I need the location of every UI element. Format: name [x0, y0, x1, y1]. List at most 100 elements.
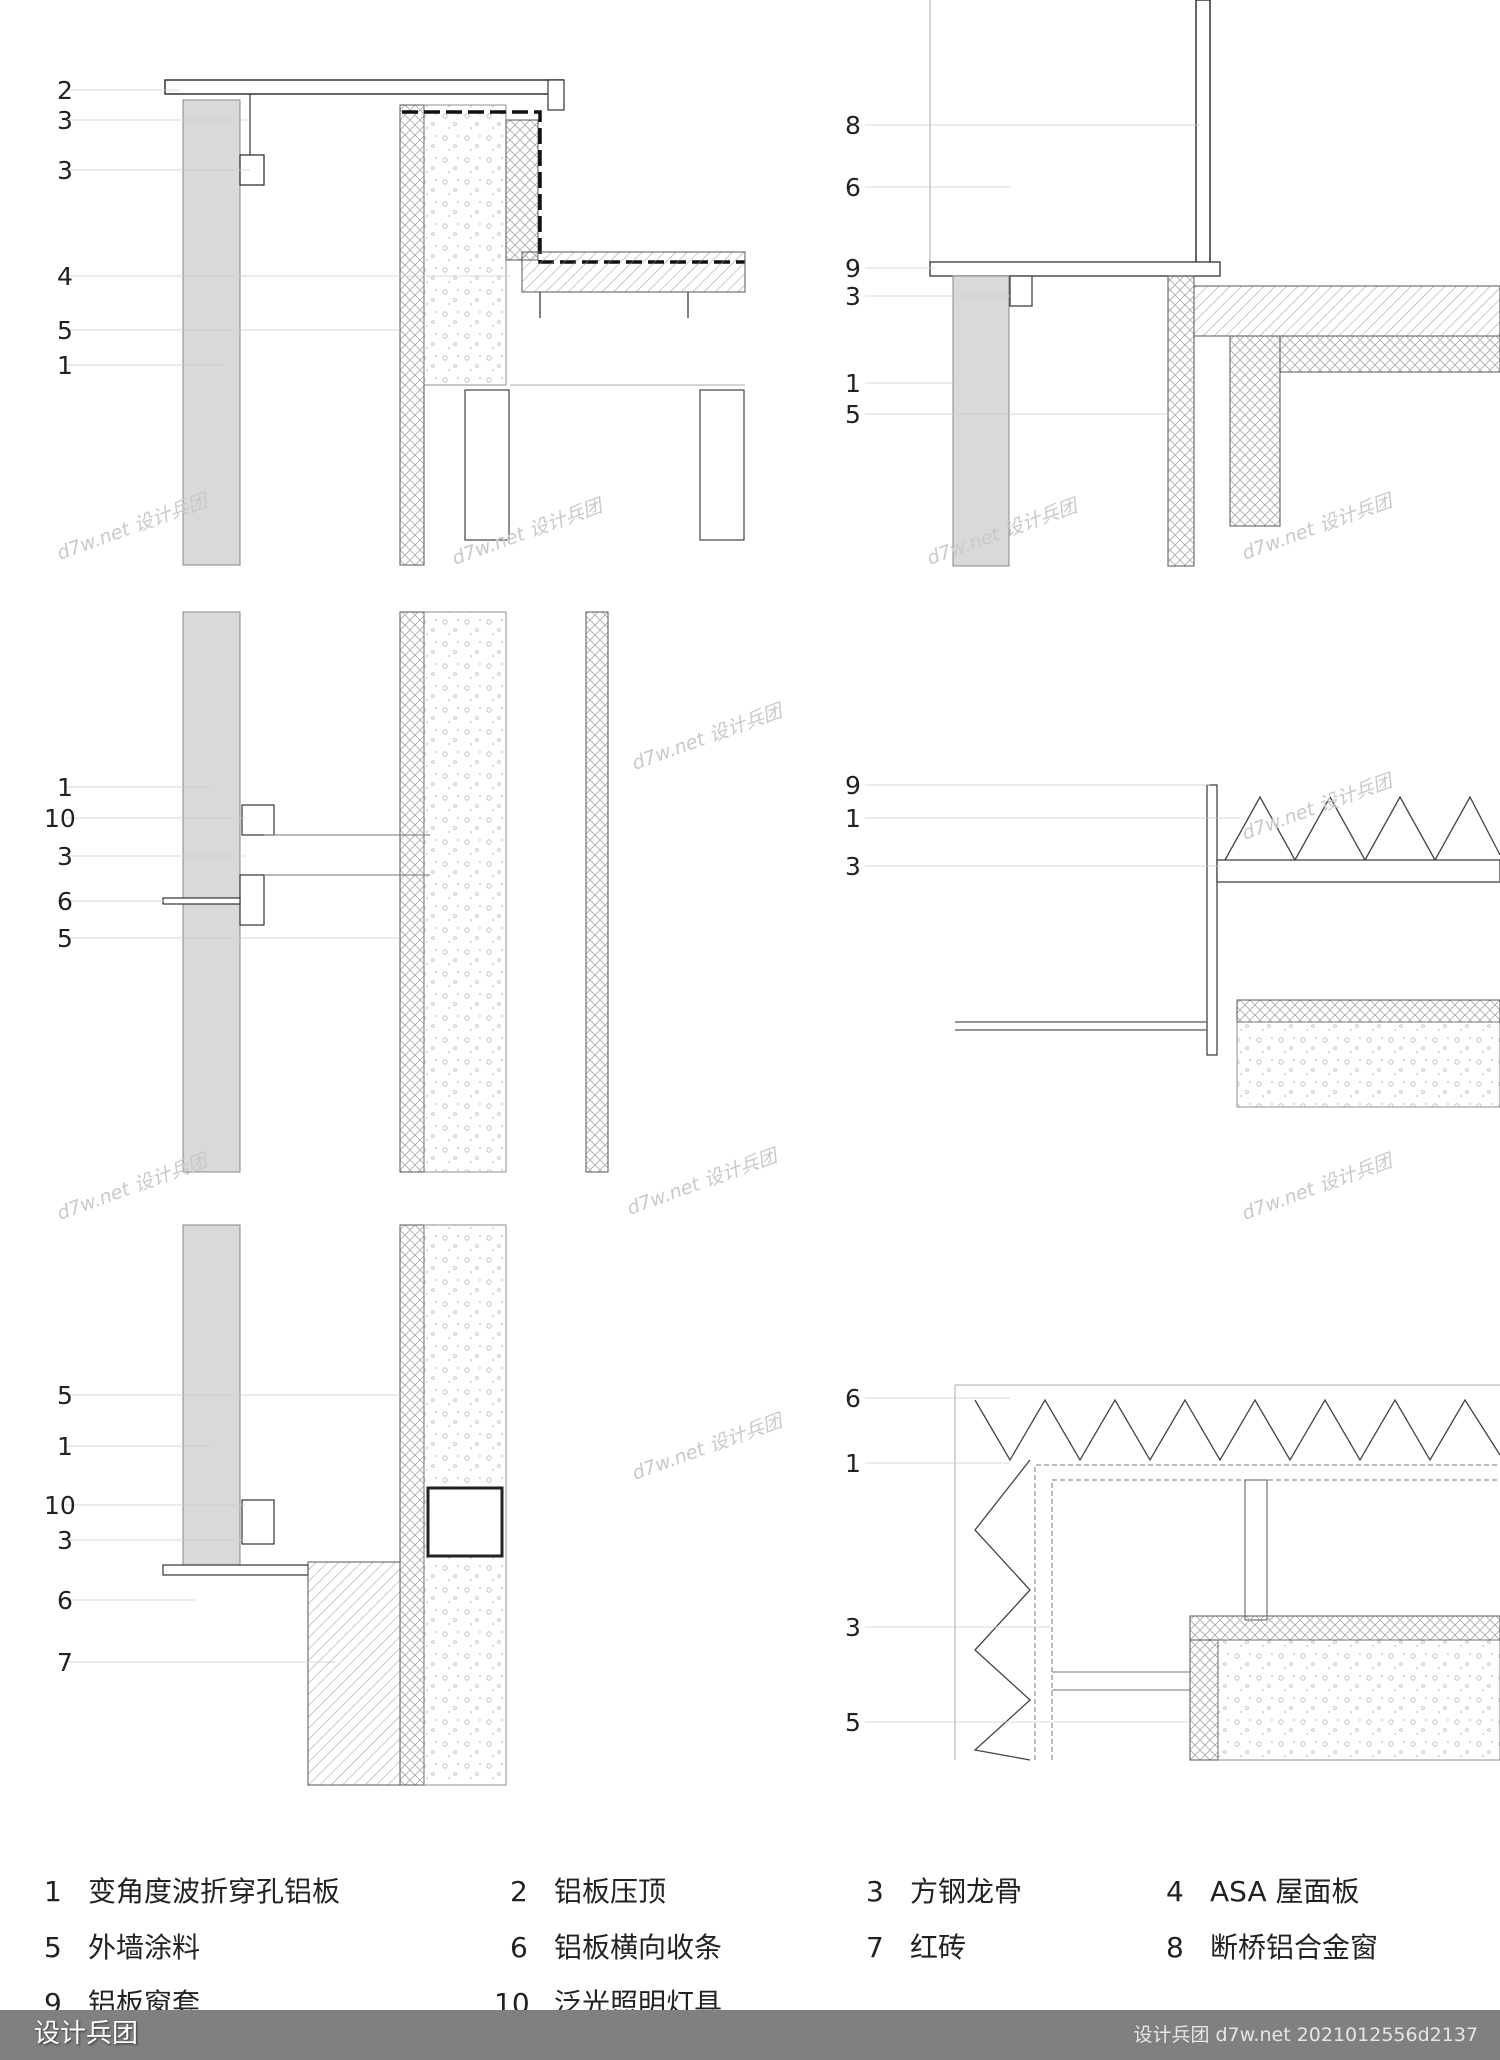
callout-num: 4 [57, 262, 73, 291]
legend-num: 3 [866, 1875, 884, 1908]
coping [164, 79, 564, 95]
watermark: d7w.net 设计兵团 [54, 1149, 213, 1225]
window-sill [929, 261, 1221, 277]
callout-num: 9 [845, 771, 861, 800]
callout-num: 6 [57, 887, 73, 916]
insulation [505, 119, 539, 261]
callout-num: 3 [57, 842, 73, 871]
legend-label: 方钢龙骨 [910, 1875, 1023, 1908]
callout-num: 5 [57, 316, 73, 345]
detail-wall-light: 1 10 3 6 5 [44, 611, 609, 1173]
legend-num: 1 [44, 1875, 62, 1908]
wall-plaster [399, 1224, 425, 1786]
legend-item: 1 变角度波折穿孔铝板 [44, 1870, 340, 1910]
callout-num: 2 [57, 76, 73, 105]
legend-label: 断桥铝合金窗 [1210, 1931, 1379, 1964]
steel-tube [426, 1486, 504, 1558]
watermarks: d7w.net 设计兵团 d7w.net 设计兵团 d7w.net 设计兵团 d… [54, 489, 1398, 1485]
legend-label: 红砖 [910, 1931, 967, 1964]
legend-num: 2 [510, 1875, 528, 1908]
callout-num: 10 [44, 804, 76, 833]
block-wall [1236, 1021, 1500, 1108]
detail-window-jamb: 9 1 3 [845, 771, 1500, 1108]
footer-logo: 设计兵团 [34, 2019, 139, 2049]
watermark: d7w.net 设计兵团 [1239, 1149, 1398, 1225]
detail-corner-plan: 6 1 3 5 [845, 1384, 1500, 1761]
detail-parapet: 2 3 3 4 5 1 [57, 76, 746, 566]
callout-num: 3 [57, 106, 73, 135]
footer-credit: 设计兵团 d7w.net 2021012556d2137 [1133, 2024, 1478, 2046]
insulation [1229, 335, 1281, 527]
floodlight [241, 804, 275, 836]
window-trim [1206, 784, 1218, 1056]
legend-num: 7 [866, 1931, 884, 1964]
callout-num: 1 [57, 351, 73, 380]
legend-num: 4 [1166, 1875, 1184, 1908]
legend-item: 3 方钢龙骨 [866, 1870, 1022, 1910]
legend-item: 2 铝板压顶 [510, 1870, 666, 1910]
legend-item: 5 外墙涂料 [44, 1926, 200, 1966]
callout-num: 3 [57, 1526, 73, 1555]
red-brick [307, 1561, 401, 1786]
legend-num: 6 [510, 1931, 528, 1964]
callout-num: 1 [845, 1449, 861, 1478]
legend-label: 变角度波折穿孔铝板 [88, 1875, 341, 1908]
callout-num: 3 [845, 282, 861, 311]
wall-plaster [399, 104, 425, 566]
watermark: d7w.net 设计兵团 [449, 494, 608, 570]
legend-label: ASA 屋面板 [1210, 1875, 1360, 1908]
block-wall [423, 611, 507, 1173]
waterproof-membrane [402, 110, 745, 264]
callout-num: 8 [845, 111, 861, 140]
watermark: d7w.net 设计兵团 [624, 1144, 783, 1220]
legend-item: 7 红砖 [866, 1926, 966, 1966]
callout-num: 6 [845, 1384, 861, 1413]
callout-num: 9 [845, 254, 861, 283]
block-wall [1217, 1639, 1500, 1761]
footer-bar: 设计兵团 设计兵团 d7w.net 2021012556d2137 [0, 2010, 1500, 2060]
legend-item: 6 铝板横向收条 [510, 1926, 722, 1966]
callout-num: 5 [845, 1708, 861, 1737]
folded-panel-top [974, 1398, 1500, 1462]
wall-plaster [399, 611, 425, 1173]
floodlight [241, 1499, 275, 1545]
callout-num: 6 [57, 1586, 73, 1615]
window-frame [1195, 0, 1211, 266]
callout-num: 6 [845, 173, 861, 202]
watermark: d7w.net 设计兵团 [629, 1409, 788, 1485]
callout-num: 1 [57, 1432, 73, 1461]
callout-num: 7 [57, 1648, 73, 1677]
legend-num: 5 [44, 1931, 62, 1964]
legend-item: 8 断桥铝合金窗 [1166, 1926, 1378, 1966]
legend-label: 外墙涂料 [88, 1931, 201, 1964]
roof-slab [521, 251, 746, 293]
watermark: d7w.net 设计兵团 [629, 699, 788, 775]
coping-end [547, 79, 565, 111]
perforated-panel [952, 275, 1010, 567]
callout-num: 3 [57, 156, 73, 185]
callout-num: 5 [845, 400, 861, 429]
callout-num: 5 [57, 924, 73, 953]
legend-label: 铝板横向收条 [554, 1931, 723, 1964]
detail-base: 5 1 10 3 6 7 [44, 1224, 507, 1786]
callout-num: 5 [57, 1381, 73, 1410]
slab [1193, 285, 1500, 337]
callout-num: 1 [57, 773, 73, 802]
legend-item: 4 ASA 屋面板 [1166, 1870, 1360, 1910]
block-wall [423, 104, 507, 386]
perforated-panel [182, 99, 241, 566]
watermark: d7w.net 设计兵团 [1239, 769, 1398, 845]
legend-label: 铝板压顶 [554, 1875, 667, 1908]
callout-num: 1 [845, 804, 861, 833]
base-trim [162, 1564, 309, 1576]
wall-plaster [1167, 275, 1195, 567]
callout-num: 3 [845, 852, 861, 881]
callout-num: 1 [845, 369, 861, 398]
callout-num: 3 [845, 1613, 861, 1642]
steel-beam [464, 389, 510, 541]
perforated-panel [182, 611, 241, 1173]
folded-panel-side [973, 1459, 1031, 1761]
detail-window-head: 8 6 9 3 1 5 [845, 0, 1500, 567]
legend-num: 8 [1166, 1931, 1184, 1964]
